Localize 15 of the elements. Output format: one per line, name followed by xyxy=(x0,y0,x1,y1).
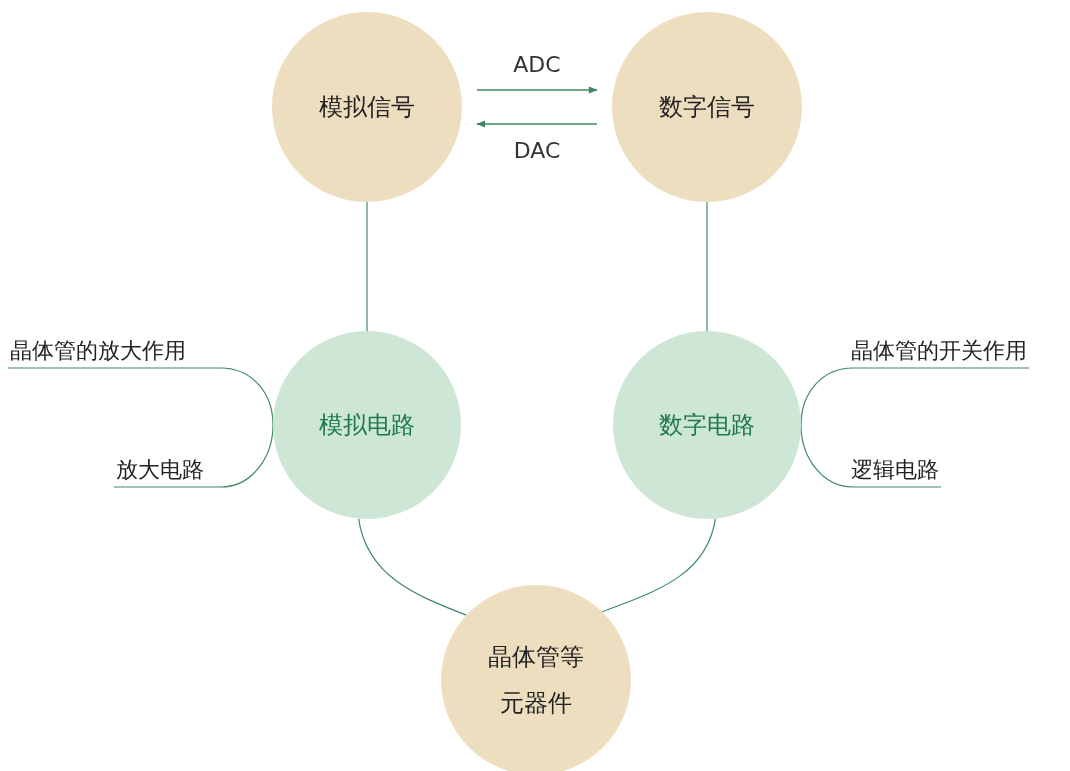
branch-label: 晶体管的开关作用 xyxy=(851,336,1027,366)
branch-label: 放大电路 xyxy=(116,455,204,485)
branch-label: 逻辑电路 xyxy=(851,455,939,485)
arrow xyxy=(476,120,598,128)
connector-line xyxy=(601,518,716,613)
connector-line xyxy=(358,518,468,616)
branch-label: 晶体管的放大作用 xyxy=(10,336,186,366)
arrow xyxy=(476,86,598,94)
signal-circle: 数字信号 xyxy=(612,12,802,202)
signal-circle: 模拟信号 xyxy=(272,12,462,202)
circuit-circle: 数字电路 xyxy=(613,331,801,519)
connector-line xyxy=(706,201,708,332)
component-circle: 晶体管等元器件 xyxy=(441,585,631,771)
connector-line xyxy=(366,201,368,332)
circuit-circle: 模拟电路 xyxy=(273,331,461,519)
